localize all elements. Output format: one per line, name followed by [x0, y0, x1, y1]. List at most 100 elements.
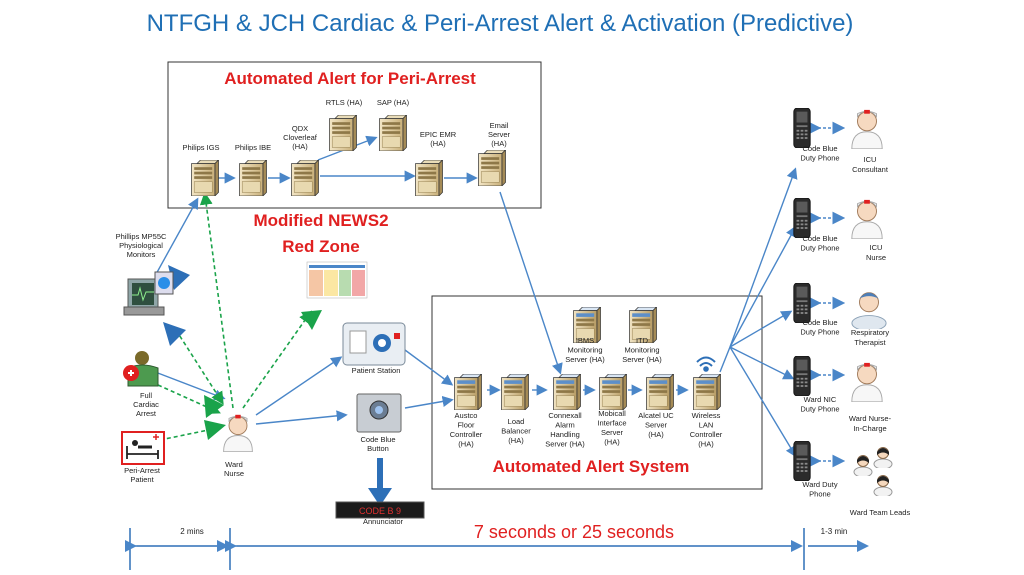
server-label: ITD: [636, 336, 649, 345]
phone-label: Duty Phone: [800, 328, 839, 337]
server-icon: [553, 374, 581, 410]
server-label: Server: [488, 130, 511, 139]
phone-label: Code Blue: [802, 318, 837, 327]
server-icon: [379, 115, 407, 151]
label-line: Physiological: [119, 241, 163, 250]
server-label: (HA): [648, 430, 664, 439]
phone-label: Duty Phone: [800, 154, 839, 163]
annunciator-label: Annunciator: [363, 517, 404, 526]
server-label: Server: [601, 428, 624, 437]
person-label: Consultant: [852, 165, 889, 174]
peri-arrest-alert-box: [167, 61, 542, 209]
staff-person-icon: [851, 362, 883, 402]
label-line: Full: [140, 391, 152, 400]
server-label: Alarm: [555, 421, 575, 430]
server-label: Balancer: [501, 427, 531, 436]
timing-left: 2 mins: [180, 527, 204, 536]
server-label: Server (HA): [622, 355, 662, 364]
label-line: Patient: [130, 475, 154, 484]
server-label: (HA): [604, 438, 620, 447]
phone-label: Phone: [809, 490, 831, 499]
server-icon: [501, 374, 529, 410]
label-line: Ward: [225, 460, 243, 469]
phone-label: Duty Phone: [800, 405, 839, 414]
label-line: Nurse: [224, 469, 244, 478]
server-label: QDX: [292, 124, 308, 133]
team-lead-icon: [873, 475, 893, 496]
person-label: Therapist: [854, 338, 886, 347]
server-label: LAN: [699, 421, 714, 430]
news2-chart-thumbnail: [306, 261, 368, 299]
server-label: Alcatel UC: [638, 411, 674, 420]
phone-label: Ward NIC: [804, 395, 837, 404]
person-label: ICU: [870, 243, 883, 252]
server-label: Server (HA): [565, 355, 605, 364]
label-line: Peri-Arrest: [124, 466, 161, 475]
server-label: (HA): [698, 440, 714, 449]
team-lead-icon: [873, 447, 893, 468]
wifi-icon: [696, 356, 716, 372]
server-label: Controller: [690, 430, 723, 439]
person-label: Respiratory: [851, 328, 890, 337]
server-label: (HA): [458, 440, 474, 449]
timeline: [125, 528, 869, 570]
duty-phone-icon: [793, 198, 811, 238]
server-label: Mobicall: [598, 409, 626, 418]
patient-station-device: [342, 322, 406, 366]
server-label: SAP (HA): [377, 98, 410, 107]
server-label: Monitoring: [567, 346, 602, 355]
server-label: Wireless: [692, 411, 721, 420]
server-label: Austco: [455, 411, 478, 420]
phone-person-links: [808, 121, 846, 468]
bottom-box-title: Automated Alert System: [493, 457, 690, 476]
news2-line1: Modified NEWS2: [253, 211, 388, 230]
staff-person-icon: [851, 199, 883, 239]
server-label: Handling: [550, 430, 580, 439]
server-label: Interface: [597, 419, 626, 428]
server-label: (HA): [491, 139, 507, 148]
server-label: Load: [508, 417, 525, 426]
server-label: EPIC EMR: [420, 130, 457, 139]
server-label: IBMS: [576, 336, 594, 345]
label-line: Code Blue: [360, 435, 395, 444]
person-label: In-Charge: [853, 424, 886, 433]
label-line: Monitors: [127, 250, 156, 259]
duty-phone-icon: [793, 283, 811, 323]
label-line: Cardiac: [133, 400, 159, 409]
staff-person-icon: [851, 109, 883, 149]
label-line: Arrest: [136, 409, 157, 418]
bottom-servers: AustcoFloorController(HA)LoadBalancer(HA…: [450, 307, 723, 449]
cardiac-arrest-icon: [123, 351, 159, 387]
server-label: Philips IBE: [235, 143, 271, 152]
server-icon: [329, 115, 357, 151]
server-label: Email: [490, 121, 509, 130]
server-label: (HA): [430, 139, 446, 148]
person-label: ICU: [864, 155, 877, 164]
server-icon: [191, 160, 219, 196]
phone-label: Ward Duty: [802, 480, 837, 489]
staff-person-icon: [851, 292, 887, 329]
patient-station-label: Patient Station: [352, 366, 401, 375]
team-lead-icon: [853, 455, 873, 476]
server-label: (HA): [508, 436, 524, 445]
server-label: Server (HA): [545, 440, 585, 449]
phone-label: Code Blue: [802, 144, 837, 153]
ward-nurse-icon: [223, 414, 253, 452]
annunciator-text: CODE B 9: [359, 506, 401, 516]
duty-phone-icon: [793, 441, 811, 481]
timing-right: 1-3 min: [821, 527, 848, 536]
server-icon: [599, 374, 627, 410]
server-icon: [239, 160, 267, 196]
automated-alert-system-box: [431, 295, 763, 490]
person-label: Nurse: [866, 253, 886, 262]
server-label: Philips IGS: [182, 143, 219, 152]
server-label: Connexall: [548, 411, 582, 420]
server-icon: [646, 374, 674, 410]
